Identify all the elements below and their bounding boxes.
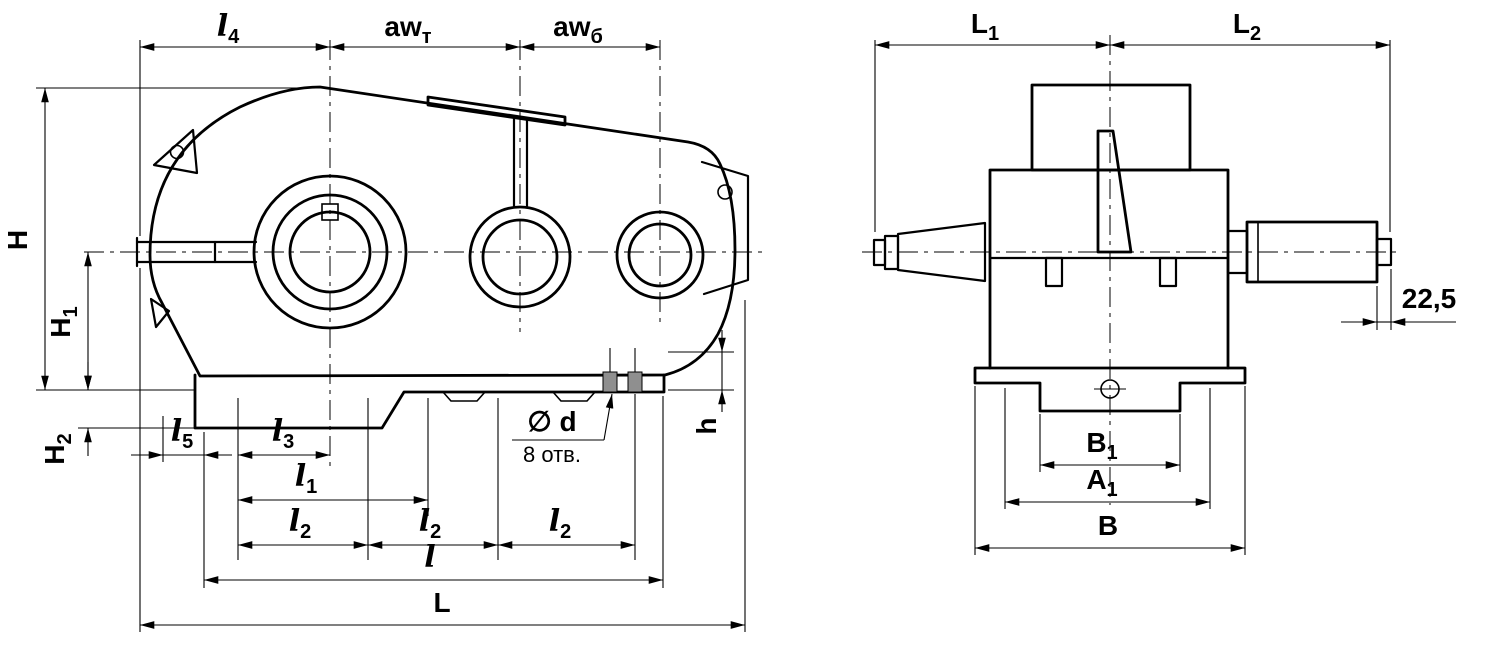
dim-label-B: B — [1098, 510, 1118, 541]
end-top-dimensions: L1 L2 — [874, 8, 1391, 232]
end-left-shaft — [872, 221, 987, 283]
dim-label-l2c: l2 — [549, 504, 572, 543]
end-main-body — [988, 168, 1230, 370]
dim-label-awt: awт — [384, 11, 431, 48]
offset-dimension: 22,5 — [1341, 269, 1456, 330]
shaft-bore-large — [252, 174, 408, 330]
side-view: l4 awт awб H H1 H2 — [2, 9, 766, 632]
dim-label-L2: L2 — [1233, 8, 1261, 45]
shaft-bore-small — [615, 210, 705, 300]
dim-label-awb: awб — [553, 11, 603, 48]
end-right-shaft — [1226, 220, 1393, 284]
shaft-bore-middle — [468, 205, 572, 309]
drain-tab — [149, 297, 171, 329]
base-pad-right — [552, 391, 596, 402]
dim-label-h: h — [691, 417, 722, 434]
inspection-cover — [426, 95, 567, 127]
dim-label-L1: L1 — [971, 8, 999, 45]
base-outline — [193, 373, 666, 430]
dim-label-H1: H1 — [45, 306, 82, 337]
housing-outline — [148, 85, 737, 378]
end-view: L1 L2 22,5 B1 A1 B — [862, 8, 1456, 555]
side-bottom-dimensions: l5 l3 l1 l2 l2 l2 l L — [131, 300, 746, 632]
dim-label-l1: l1 — [295, 459, 318, 498]
side-view-centerlines — [84, 40, 766, 468]
base-pad-left — [442, 391, 486, 402]
side-top-dimensions: l4 awт awб — [139, 9, 660, 632]
side-left-dimensions: H H1 H2 — [2, 87, 314, 465]
keyway — [321, 203, 339, 221]
end-boss-left — [1044, 256, 1064, 288]
end-view-centerlines — [862, 35, 1400, 505]
gusset-right — [700, 160, 750, 296]
foundation-holes — [602, 348, 643, 560]
dim-label-L: L — [433, 587, 450, 618]
dim-label-B1: B1 — [1086, 427, 1117, 464]
dim-label-H: H — [2, 230, 33, 250]
lug-top-left — [152, 128, 199, 175]
end-bottom-dimensions: B1 A1 B — [974, 386, 1246, 555]
dim-label-l3: l3 — [272, 414, 295, 453]
h-dimension: h — [668, 330, 734, 435]
dim-label-22-5: 22,5 — [1402, 283, 1457, 314]
end-top-cap — [1030, 83, 1192, 172]
drain-plug — [1094, 379, 1126, 399]
hole-count-label: 8 отв. — [523, 442, 581, 467]
dim-label-l2b: l2 — [419, 504, 442, 543]
dim-label-l4: l4 — [217, 9, 240, 48]
end-base-outline — [973, 366, 1247, 413]
dim-label-l: l — [424, 540, 435, 575]
end-rib — [1096, 129, 1133, 254]
input-shaft-stub — [135, 236, 258, 268]
dim-label-A1: A1 — [1086, 464, 1117, 501]
dim-label-H2: H2 — [39, 433, 76, 464]
dim-label-l2a: l2 — [289, 504, 312, 543]
middle-shaft-top-lines — [512, 116, 529, 208]
dim-label-l5: l5 — [171, 414, 194, 453]
hole-callout: ∅ d 8 отв. — [512, 393, 614, 467]
hole-diameter-label: ∅ d — [527, 406, 576, 437]
end-boss-right — [1158, 256, 1178, 288]
